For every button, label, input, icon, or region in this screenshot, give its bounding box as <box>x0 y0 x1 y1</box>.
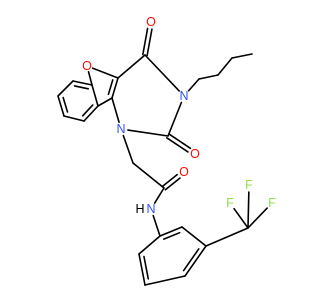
bond <box>111 77 119 99</box>
amide-carbonyl-bond <box>161 173 178 188</box>
bond <box>91 67 119 79</box>
bond <box>97 97 113 107</box>
molecule-structure: O O N O N O N H F F F <box>57 15 276 286</box>
bond <box>57 95 65 117</box>
double-bond-inner <box>182 248 200 272</box>
double-bond-inner <box>107 79 114 96</box>
bond <box>217 57 233 76</box>
bond <box>138 253 146 286</box>
bond <box>167 101 183 137</box>
bond-layer <box>57 27 268 286</box>
bond <box>144 54 180 92</box>
double-bond-inner <box>163 231 181 240</box>
bond <box>233 207 249 229</box>
bond <box>231 53 253 59</box>
bond <box>63 115 85 122</box>
atom-label-f-left: F <box>226 196 234 210</box>
bond <box>132 162 165 189</box>
bond <box>198 74 219 80</box>
double-bond-inner <box>81 104 94 117</box>
atom-label-o-amide: O <box>179 165 189 179</box>
bond <box>247 207 268 229</box>
atom-label-f-right: F <box>268 196 276 210</box>
atom-label-h-amide: H <box>135 202 144 216</box>
carbonyl-bond <box>168 133 192 150</box>
bond <box>138 235 161 255</box>
carbonyl-bond <box>165 137 189 153</box>
atom-label-layer: O O N O N O N H F F F <box>82 15 276 216</box>
bond <box>187 78 200 92</box>
bond <box>72 80 93 86</box>
bond <box>127 129 169 137</box>
bond <box>117 54 146 79</box>
bond <box>153 187 165 204</box>
bond <box>87 71 93 86</box>
bond <box>247 191 250 229</box>
bond <box>181 226 207 247</box>
bond <box>144 275 186 286</box>
atom-label-f-top: F <box>245 178 253 192</box>
double-bond-inner <box>73 85 90 90</box>
atom-label-o-furan: O <box>82 59 92 73</box>
bond <box>122 134 134 164</box>
atom-label-n3: N <box>179 89 188 103</box>
bond <box>83 105 99 122</box>
bond <box>91 84 99 107</box>
double-bond-inner <box>62 96 69 113</box>
atom-label-o-carbonyl-2: O <box>190 147 200 161</box>
carbonyl-bond <box>142 27 149 56</box>
atom-label-n1: N <box>116 122 125 136</box>
bond <box>111 97 120 124</box>
double-bond-inner <box>143 255 150 280</box>
bond <box>152 214 161 237</box>
carbonyl-bond <box>146 28 153 57</box>
amide-carbonyl-bond <box>164 177 181 191</box>
bond <box>184 245 207 277</box>
atom-label-n-amide: N <box>146 202 155 216</box>
bond <box>159 226 183 237</box>
atom-label-o-carbonyl-4: O <box>146 15 156 29</box>
bond <box>205 227 249 247</box>
bond <box>57 80 74 97</box>
